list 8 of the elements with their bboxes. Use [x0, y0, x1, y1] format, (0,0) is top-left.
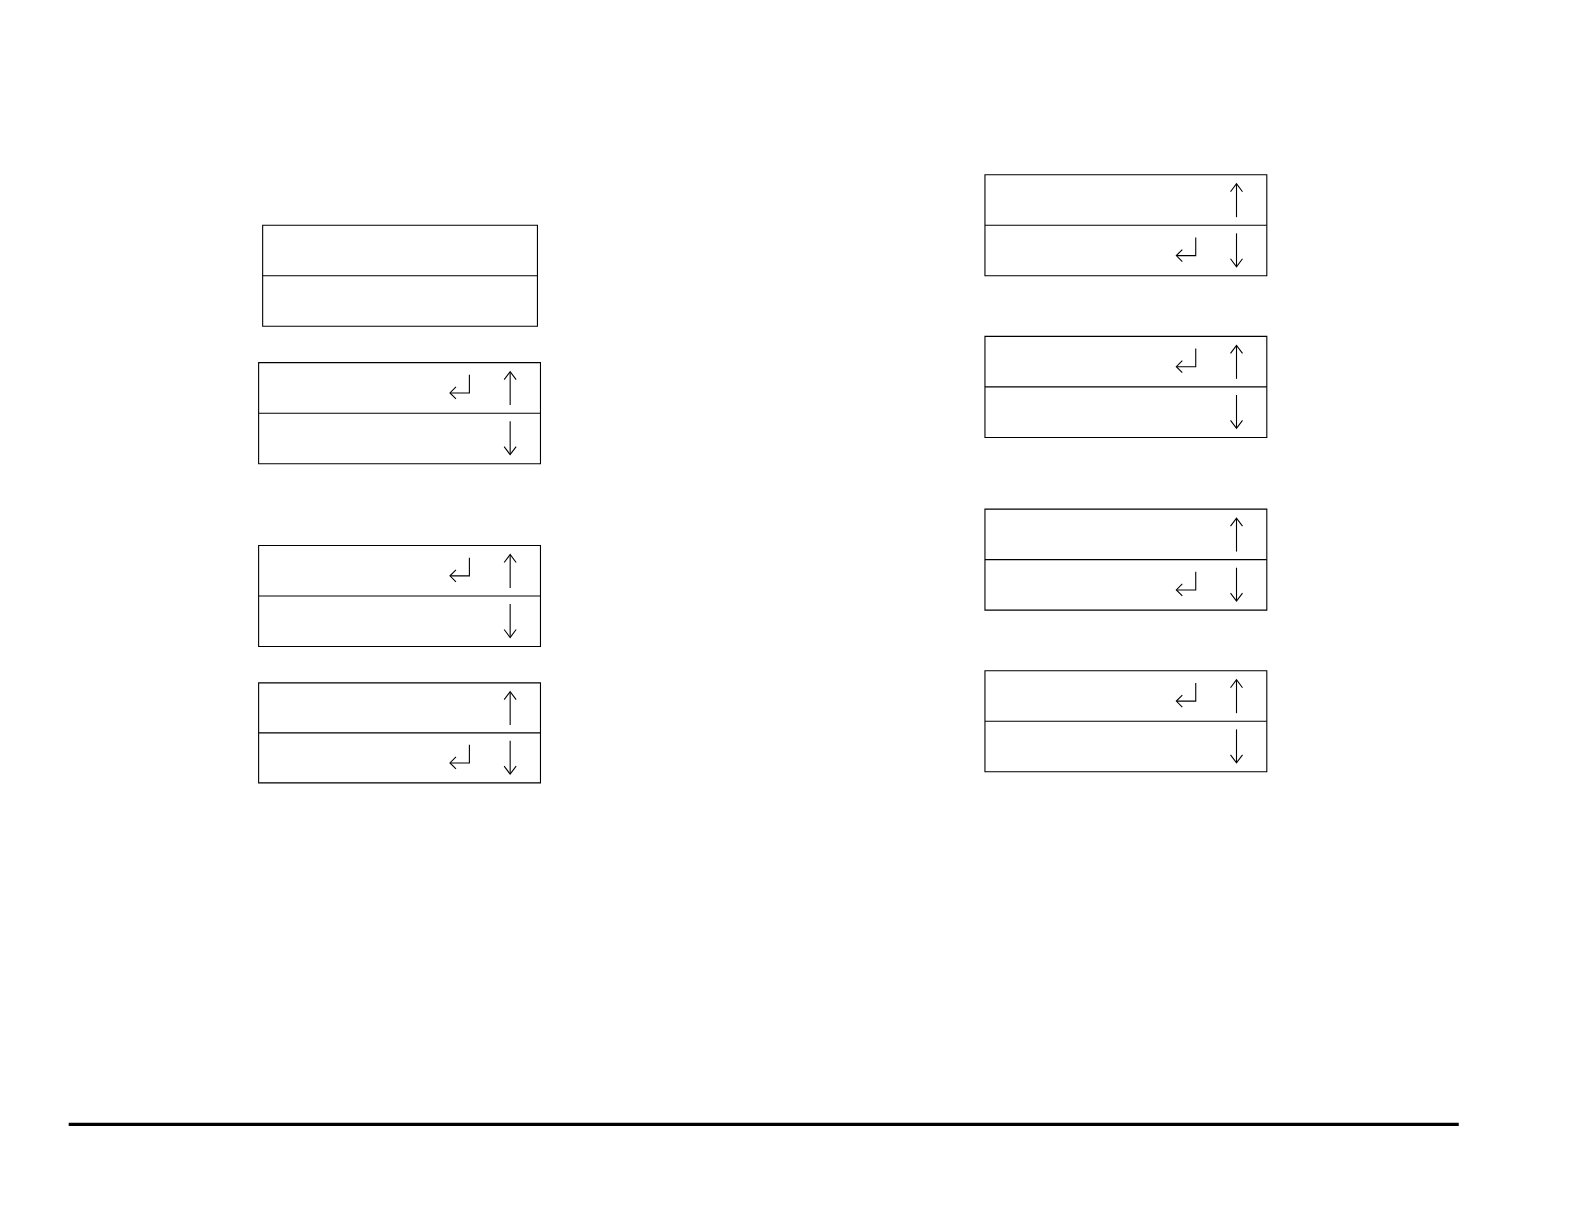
display-box — [258, 544, 541, 648]
display-box — [258, 682, 541, 784]
display-box — [262, 224, 538, 327]
display-box — [984, 670, 1268, 773]
display-box — [984, 174, 1268, 277]
display-box — [984, 508, 1268, 611]
display-box — [984, 335, 1268, 438]
display-box — [258, 362, 541, 465]
